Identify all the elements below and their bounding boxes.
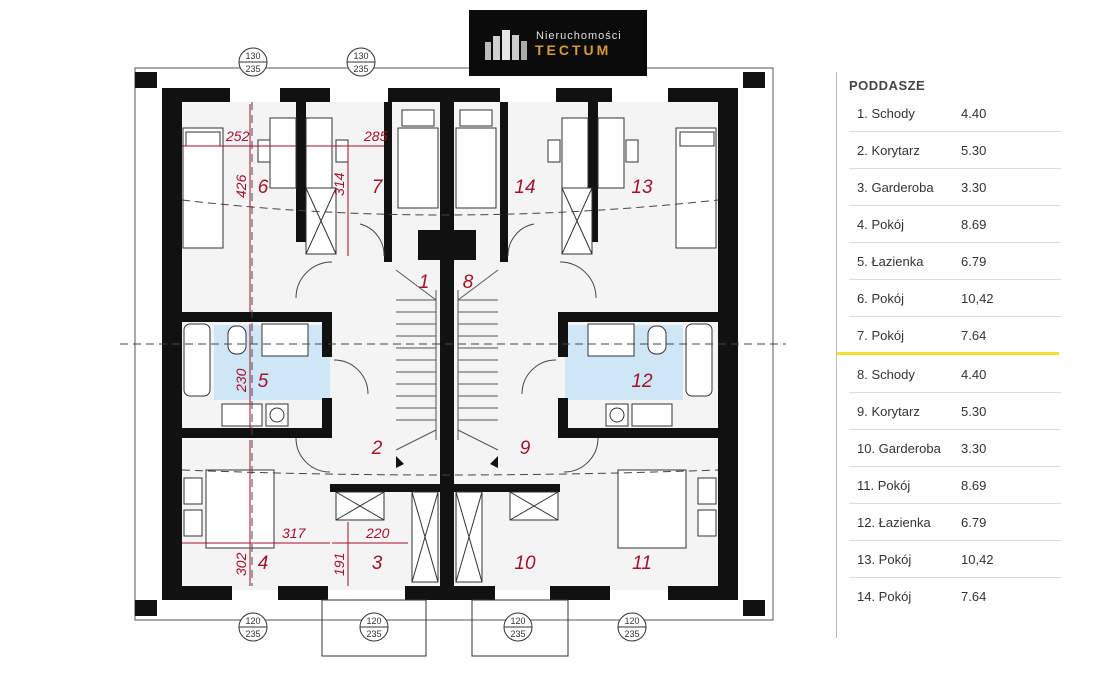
floor-plan: 130 235 130 235 120 235 120 235 120 235 …: [120, 47, 786, 657]
legend-row: 13. Pokój 10,42: [849, 541, 1061, 578]
room-name: 12. Łazienka: [857, 515, 931, 530]
room-number: 6: [258, 177, 269, 198]
room-number: 13: [631, 177, 653, 198]
room-name: 13. Pokój: [857, 552, 912, 567]
room-name: 2. Korytarz: [857, 143, 920, 158]
room-name: 6. Pokój: [857, 291, 904, 306]
room-number: 7: [372, 177, 384, 198]
room-area: 8.69: [961, 478, 987, 493]
room-area: 7.64: [961, 328, 987, 343]
dimension-label: 230: [233, 368, 249, 393]
legend-row: 10. Garderoba 3.30: [849, 430, 1061, 467]
legend-row: 3. Garderoba 3.30: [849, 169, 1061, 206]
floor-plan-drawing: 130 235 130 235 120 235 120 235 120 235 …: [120, 47, 786, 657]
room-legend: PODDASZE 1. Schody 4.40 2. Korytarz 5.30 3…: [836, 72, 1061, 638]
legend-row: 9. Korytarz 5.30: [849, 393, 1061, 430]
room-area: 6.79: [961, 254, 987, 269]
window-label: 120: [624, 616, 639, 626]
dimension-label: 285: [363, 128, 388, 144]
window-label: 235: [245, 64, 260, 74]
window-label: 235: [624, 629, 639, 639]
room-number: 3: [372, 553, 383, 574]
legend-row: 12. Łazienka 6.79: [849, 504, 1061, 541]
window-label: 130: [353, 51, 368, 61]
room-area: 3.30: [961, 180, 987, 195]
room-name: 5. Łazienka: [857, 254, 924, 269]
room-area: 3.30: [961, 441, 987, 456]
room-number: 8: [463, 272, 474, 293]
window-label: 120: [510, 616, 525, 626]
legend-row: 1. Schody 4.40: [849, 95, 1061, 132]
legend-row: 8. Schody 4.40: [849, 356, 1061, 393]
room-name: 4. Pokój: [857, 217, 904, 232]
legend-row: 2. Korytarz 5.30: [849, 132, 1061, 169]
window-label: 235: [366, 629, 381, 639]
dimension-label: 252: [225, 128, 250, 144]
room-number: 10: [514, 553, 536, 574]
room-number: 4: [258, 553, 269, 574]
dimension-label: 302: [233, 552, 249, 576]
room-name: 10. Garderoba: [857, 441, 941, 456]
window-label: 235: [353, 64, 368, 74]
room-area: 7.64: [961, 589, 987, 604]
room-name: 9. Korytarz: [857, 404, 920, 419]
room-name: 1. Schody: [857, 106, 915, 121]
room-number: 14: [514, 177, 535, 198]
room-area: 4.40: [961, 106, 987, 121]
room-name: 8. Schody: [857, 367, 915, 382]
window-label: 235: [245, 629, 260, 639]
window-label: 235: [510, 629, 525, 639]
room-area: 10,42: [961, 291, 994, 306]
dimension-label: 317: [282, 525, 307, 541]
legend-row: 14. Pokój 7.64: [849, 578, 1061, 614]
logo-wordmark: TECTUM: [535, 42, 612, 58]
room-area: 10,42: [961, 552, 994, 567]
room-number: 9: [520, 438, 531, 459]
room-number: 12: [631, 371, 653, 392]
dimension-label: 314: [331, 172, 347, 196]
room-name: 3. Garderoba: [857, 180, 934, 195]
legend-row: 7. Pokój 7.64: [849, 317, 1061, 353]
room-area: 6.79: [961, 515, 987, 530]
room-area: 5.30: [961, 404, 987, 419]
company-logo: Nieruchomości TECTUM: [469, 10, 647, 76]
legend-row: 6. Pokój 10,42: [849, 280, 1061, 317]
legend-title: PODDASZE: [849, 78, 926, 93]
room-number: 11: [632, 553, 652, 574]
legend-row: 11. Pokój 8.69: [849, 467, 1061, 504]
room-number: 5: [258, 371, 269, 392]
room-area: 5.30: [961, 143, 987, 158]
room-number: 2: [371, 438, 383, 459]
legend-divider: [837, 352, 1059, 355]
buildings-icon: [485, 30, 527, 60]
room-name: 7. Pokój: [857, 328, 904, 343]
window-label: 120: [245, 616, 260, 626]
window-label: 120: [366, 616, 381, 626]
dimension-label: 426: [233, 174, 249, 198]
dimension-label: 220: [365, 525, 390, 541]
room-name: 11. Pokój: [857, 478, 911, 493]
room-area: 8.69: [961, 217, 987, 232]
legend-row: 5. Łazienka 6.79: [849, 243, 1061, 280]
dimension-label: 191: [331, 553, 347, 576]
logo-tagline: Nieruchomości: [536, 30, 622, 42]
room-number: 1: [419, 272, 430, 293]
legend-row: 4. Pokój 8.69: [849, 206, 1061, 243]
room-area: 4.40: [961, 367, 987, 382]
window-label: 130: [245, 51, 260, 61]
room-name: 14. Pokój: [857, 589, 912, 604]
